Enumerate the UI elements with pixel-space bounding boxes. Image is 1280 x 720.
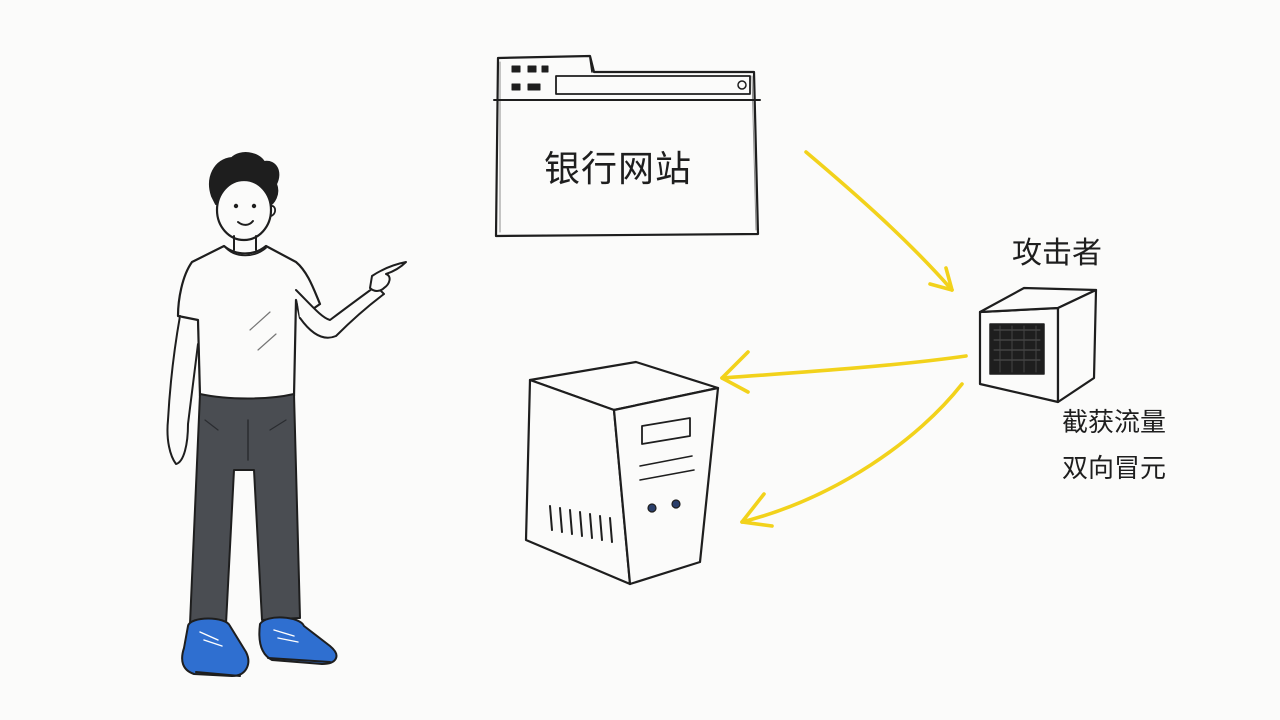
- arrow-attacker-to-server-upper: [720, 350, 968, 394]
- attacker-action-1: 截获流量: [1062, 408, 1167, 438]
- browser-label: 银行网站: [544, 149, 693, 190]
- arrow-browser-to-attacker: [804, 150, 954, 292]
- arrow-attacker-to-server-lower: [740, 382, 964, 528]
- server-tower-icon: [524, 360, 720, 586]
- attacker-title: 攻击者: [1012, 236, 1102, 271]
- attacker-box-icon: [978, 286, 1098, 404]
- person-pointing-icon: [166, 152, 407, 677]
- attacker-action-2: 双向冒元: [1062, 454, 1167, 484]
- browser-window-icon: [493, 54, 761, 238]
